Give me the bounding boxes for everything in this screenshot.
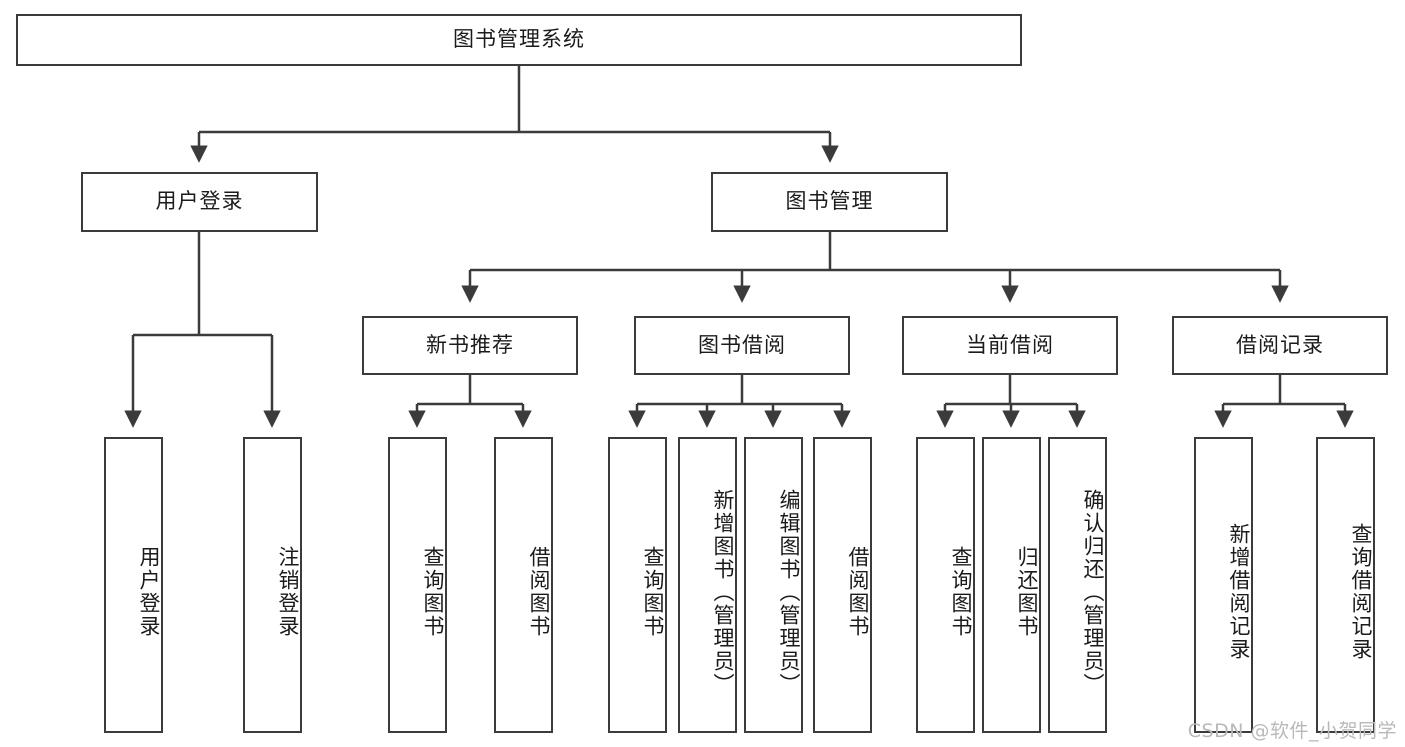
node-borrow-record[interactable]: 借阅记录 xyxy=(1172,316,1388,375)
node-leaf-query-book-2-label: 查询图书 xyxy=(641,546,665,638)
node-leaf-confirm-return-label: 确认归还（管理员） xyxy=(1081,488,1105,696)
node-leaf-user-login[interactable]: 用户登录 xyxy=(104,437,163,733)
node-leaf-add-book-label: 新增图书（管理员） xyxy=(711,488,735,696)
node-book-manage[interactable]: 图书管理 xyxy=(711,172,948,232)
node-leaf-query-book-1-label: 查询图书 xyxy=(421,546,445,638)
node-leaf-logout-login[interactable]: 注销登录 xyxy=(243,437,302,733)
node-current-borrow[interactable]: 当前借阅 xyxy=(902,316,1118,375)
node-leaf-add-book[interactable]: 新增图书（管理员） xyxy=(678,437,737,733)
node-leaf-borrow-book-2-label: 借阅图书 xyxy=(846,546,870,638)
node-leaf-query-book-3-label: 查询图书 xyxy=(949,546,973,638)
node-leaf-query-record-label: 查询借阅记录 xyxy=(1349,523,1373,661)
node-leaf-query-book-2[interactable]: 查询图书 xyxy=(608,437,667,733)
node-new-book-recommend[interactable]: 新书推荐 xyxy=(362,316,578,375)
node-root-label: 图书管理系统 xyxy=(453,27,585,52)
node-leaf-logout-login-label: 注销登录 xyxy=(276,546,300,638)
node-leaf-edit-book-label: 编辑图书（管理员） xyxy=(777,488,801,696)
node-book-manage-label: 图书管理 xyxy=(785,189,874,214)
node-book-borrow-label: 图书借阅 xyxy=(698,332,786,357)
node-leaf-borrow-book-1[interactable]: 借阅图书 xyxy=(494,437,553,733)
node-root[interactable]: 图书管理系统 xyxy=(16,14,1022,66)
node-book-borrow[interactable]: 图书借阅 xyxy=(634,316,850,375)
node-leaf-user-login-label: 用户登录 xyxy=(137,546,161,638)
node-leaf-query-book-3[interactable]: 查询图书 xyxy=(916,437,975,733)
node-leaf-return-book[interactable]: 归还图书 xyxy=(982,437,1041,733)
node-new-book-recommend-label: 新书推荐 xyxy=(426,332,514,357)
node-leaf-query-record[interactable]: 查询借阅记录 xyxy=(1316,437,1375,733)
node-leaf-return-book-label: 归还图书 xyxy=(1015,546,1039,638)
node-leaf-borrow-book-1-label: 借阅图书 xyxy=(527,546,551,638)
watermark: CSDN @软件_小贺同学 xyxy=(1187,720,1397,742)
node-current-borrow-label: 当前借阅 xyxy=(966,332,1054,357)
node-user-login-label: 用户登录 xyxy=(155,189,244,214)
node-user-login[interactable]: 用户登录 xyxy=(81,172,318,232)
node-leaf-add-record[interactable]: 新增借阅记录 xyxy=(1194,437,1253,733)
node-leaf-edit-book[interactable]: 编辑图书（管理员） xyxy=(744,437,803,733)
node-leaf-borrow-book-2[interactable]: 借阅图书 xyxy=(813,437,872,733)
node-leaf-add-record-label: 新增借阅记录 xyxy=(1227,523,1251,661)
node-borrow-record-label: 借阅记录 xyxy=(1236,332,1324,357)
node-leaf-query-book-1[interactable]: 查询图书 xyxy=(388,437,447,733)
node-leaf-confirm-return[interactable]: 确认归还（管理员） xyxy=(1048,437,1107,733)
